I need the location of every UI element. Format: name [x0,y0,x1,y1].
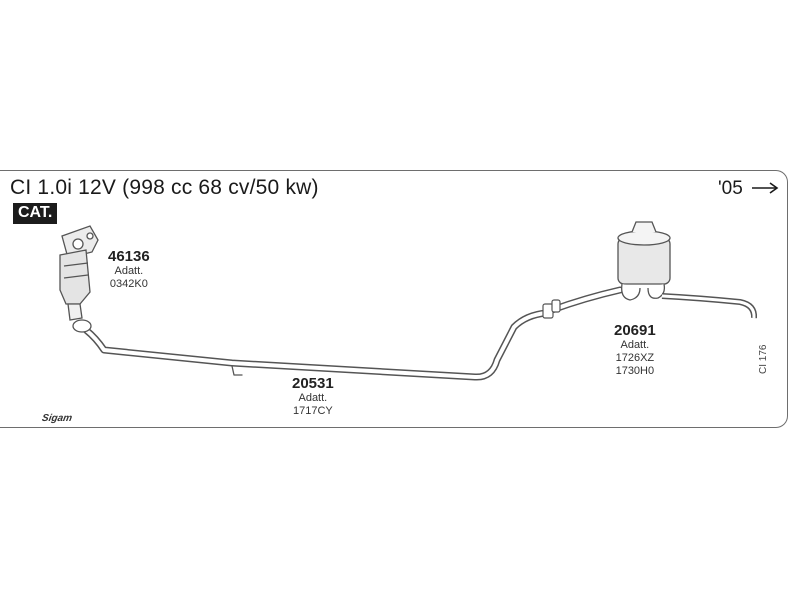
part-code-alt: 1730H0 [615,364,655,377]
pipe-clamps [542,299,561,319]
part-note: Adatt. [114,265,144,278]
part-label-20691: 20691 Adatt. 1726XZ 1730H0 [614,322,656,377]
diagram-reference: CI 176 [758,344,769,374]
part-note: Adatt. [620,339,650,352]
model-year: '05 [718,178,743,199]
catalyst-badge: CAT. [13,203,58,224]
main-pipe [82,286,624,381]
vehicle-title: CI 1.0i 12V (998 cc 68 cv/50 kw) [10,176,319,199]
part-number: 20691 [614,322,656,339]
part-label-20531: 20531 Adatt. 1717CY [292,375,334,418]
part-code: 1726XZ [615,351,655,364]
catalytic-converter [59,225,99,333]
rear-silencer [617,221,758,319]
brand-logo: Sigam [41,413,73,424]
part-note: Adatt. [298,392,328,405]
arrow-right-icon [752,182,779,194]
part-number: 20531 [292,375,334,392]
part-code: 1717CY [292,404,333,417]
diagram-frame [0,170,788,428]
part-number: 46136 [108,248,150,265]
part-code: 0342K0 [109,277,148,290]
part-label-46136: 46136 Adatt. 0342K0 [108,248,150,291]
